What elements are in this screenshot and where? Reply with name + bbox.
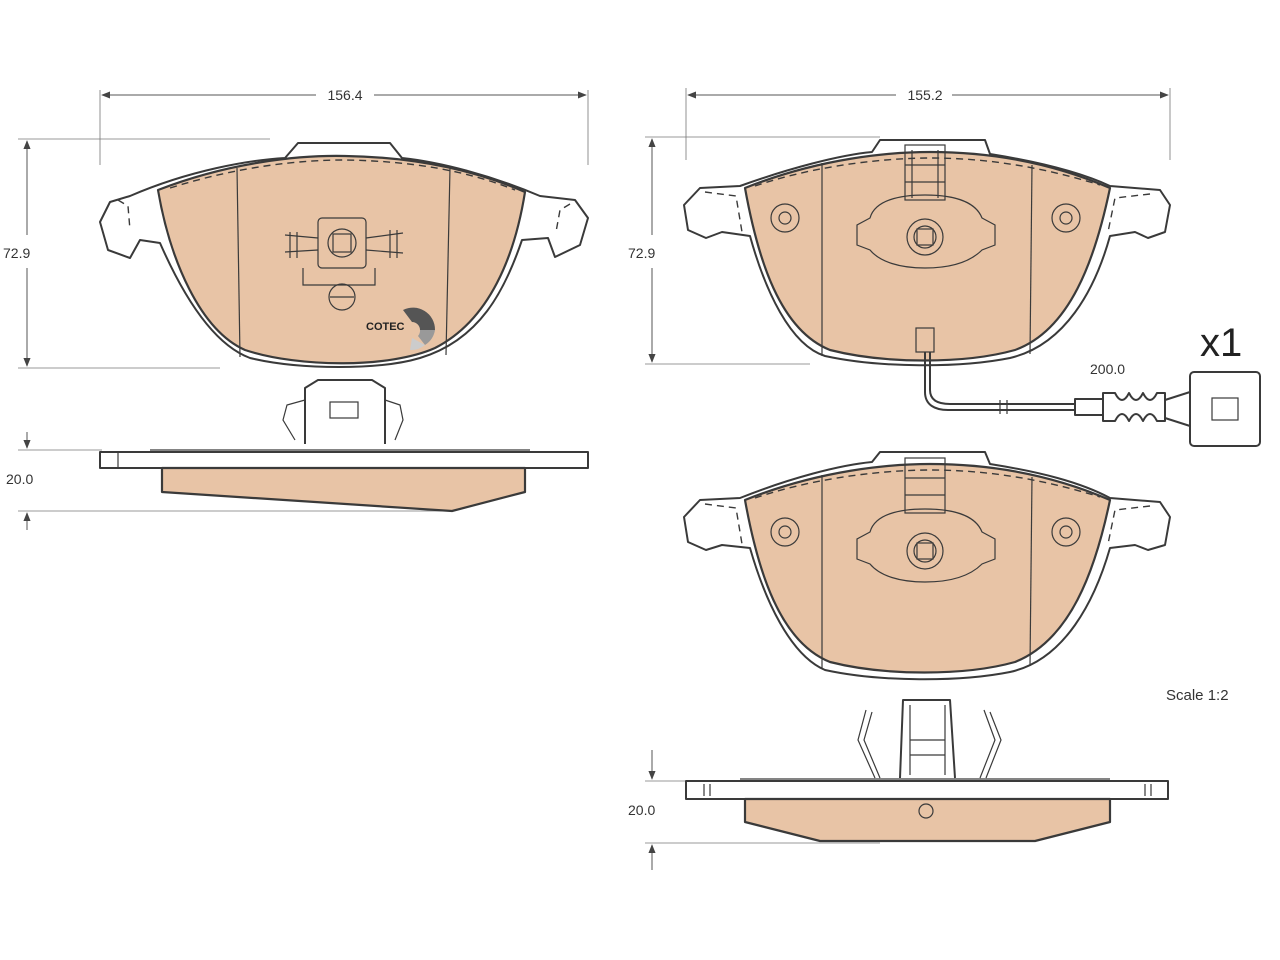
cotec-logo-text: COTEC xyxy=(366,321,405,333)
right-backplate xyxy=(683,139,1171,367)
right-thickness-dimension: 20.0 xyxy=(628,750,880,870)
left-height-label: 72.9 xyxy=(3,245,30,261)
right-side-clip-icon xyxy=(857,699,1002,779)
right-width-label: 155.2 xyxy=(907,87,942,103)
left-backplate xyxy=(99,142,589,368)
left-height-dimension: 72.9 xyxy=(3,138,270,369)
left-friction-material xyxy=(156,154,527,365)
left-side-friction xyxy=(160,466,527,513)
left-thickness-label: 20.0 xyxy=(6,471,33,487)
left-side-clip-icon xyxy=(282,379,404,444)
left-retaining-clip-icon xyxy=(284,217,404,311)
right-pad-side-view: 20.0 xyxy=(628,699,1169,870)
left-width-dimension: 156.4 xyxy=(99,87,589,165)
right-height-label: 72.9 xyxy=(628,245,655,261)
right-width-dimension: 155.2 xyxy=(685,87,1171,160)
right-side-friction xyxy=(743,797,1112,843)
right-retaining-clip-icon xyxy=(856,144,996,269)
wear-sensor-icon: 200.0 xyxy=(915,327,1261,447)
cotec-logo-icon: COTEC xyxy=(366,307,436,351)
quantity-label: x1 xyxy=(1200,321,1242,365)
connector-plug-icon xyxy=(1164,371,1261,447)
left-thickness-dimension: 20.0 xyxy=(6,432,450,530)
sensor-length-label: 200.0 xyxy=(1090,361,1125,377)
right-pad-second-front-view xyxy=(683,451,1171,681)
right-thickness-label: 20.0 xyxy=(628,802,655,818)
right-pad-front-view: 155.2 72.9 xyxy=(628,87,1171,367)
right-height-dimension: 72.9 xyxy=(628,136,880,365)
right-friction-material xyxy=(743,150,1112,362)
left-width-label: 156.4 xyxy=(327,87,362,103)
left-pad-front-view: 156.4 72.9 xyxy=(3,87,589,369)
scale-label: Scale 1:2 xyxy=(1166,687,1229,704)
left-pad-side-view: 20.0 xyxy=(6,379,589,530)
